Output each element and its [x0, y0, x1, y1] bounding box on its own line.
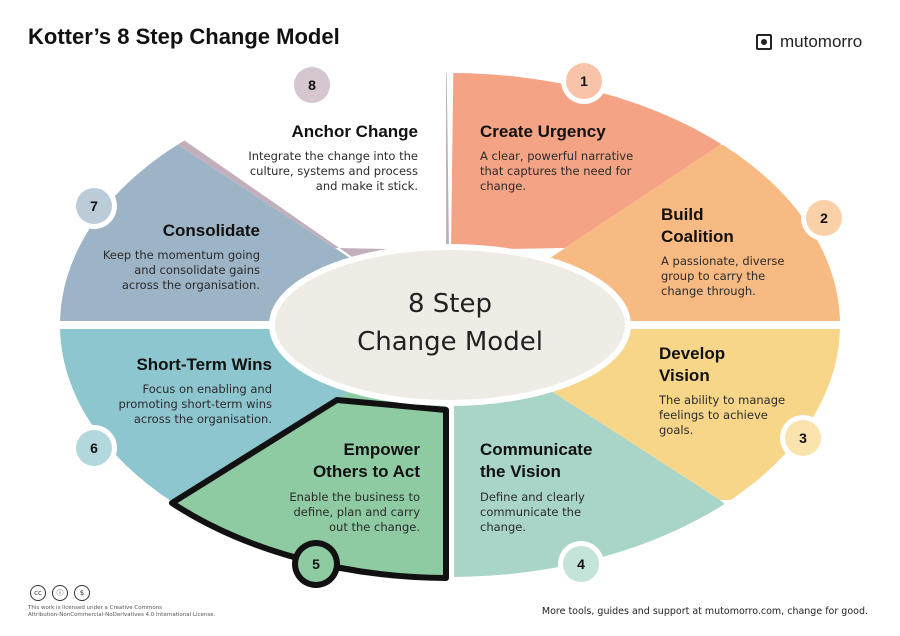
license-line: This work is licensed under a Creative C… [28, 605, 163, 611]
step-2-desc-line: change through. [661, 284, 756, 298]
center-line-2: Change Model [357, 327, 543, 357]
step-7-number-badge: 7 [76, 188, 112, 224]
step-8-desc-line: culture, systems and process [249, 164, 418, 178]
license-icons: cc ⓘ $ [30, 585, 90, 601]
step-6-desc-line: Focus on enabling and [142, 382, 272, 396]
step-2-description: A passionate, diverse group to carry the… [661, 254, 785, 299]
step-8-desc-line: Integrate the change into the [248, 149, 418, 163]
creative-commons-icon: cc [30, 585, 46, 601]
attribution-icon: ⓘ [52, 585, 68, 601]
center-label: 8 Step Change Model [300, 285, 600, 361]
step-5-desc-line: out the change. [329, 520, 420, 534]
step-1-desc-line: that captures the need for [480, 164, 632, 178]
step-7-description: Keep the momentum going and consolidate … [90, 248, 260, 293]
step-3-desc-line: The ability to manage [659, 393, 786, 407]
non-commercial-icon: $ [74, 585, 90, 601]
step-5-title-line: Others to Act [312, 462, 420, 481]
license-line: Attribution-NonCommercial-NoDerivatives … [28, 612, 216, 618]
step-3-title: Develop Vision [659, 343, 725, 387]
center-hub [269, 244, 631, 406]
step-6-title: Short-Term Wins [90, 354, 272, 376]
step-6-desc-line: promoting short-term wins [118, 397, 272, 411]
step-6-desc-line: across the organisation. [133, 412, 272, 426]
brand-name: mutomorro [780, 32, 863, 51]
step-3-title-line: Vision [659, 366, 710, 385]
footer-tagline: More tools, guides and support at mutomo… [541, 606, 868, 617]
step-8-number-badge: 8 [294, 67, 330, 103]
step-4-desc-line: Define and clearly [480, 490, 585, 504]
step-6-number-badge: 6 [76, 430, 112, 466]
step-8-desc-line: and make it stick. [315, 179, 418, 193]
step-1-number-badge: 1 [566, 63, 602, 99]
step-3-description: The ability to manage feelings to achiev… [659, 393, 785, 438]
step-2-title: Build Coalition [661, 204, 734, 248]
step-2-desc-line: group to carry the [661, 269, 766, 283]
brand-logo: mutomorro [756, 32, 862, 52]
step-4-title: Communicate the Vision [480, 439, 592, 483]
step-4-title-line: the Vision [480, 462, 561, 481]
step-5-number-badge: 5 [298, 546, 334, 582]
step-5-desc-line: Enable the business to [289, 490, 420, 504]
step-4-title-line: Communicate [480, 440, 593, 459]
step-2-title-line: Coalition [661, 227, 734, 246]
step-8-title: Anchor Change [230, 121, 418, 143]
step-7-title: Consolidate [90, 220, 260, 242]
step-1-title-line: Create Urgency [480, 122, 606, 141]
step-5-title: Empower Others to Act [250, 439, 420, 483]
step-4-number-badge: 4 [563, 546, 599, 582]
step-4-description: Define and clearly communicate the chang… [480, 490, 585, 535]
step-2-number-badge: 2 [806, 200, 842, 236]
step-5-desc-line: define, plan and carry [293, 505, 421, 519]
step-3-desc-line: goals. [659, 423, 694, 437]
segment-8-anchor-change [60, 73, 450, 325]
step-2-title-line: Build [661, 205, 704, 224]
page-title: Kotter’s 8 Step Change Model [28, 24, 340, 49]
segment-5-highlight-outline [169, 397, 449, 581]
mutomorro-logo-icon [756, 34, 772, 50]
step-1-desc-line: change. [480, 179, 526, 193]
step-8-title-line: Anchor Change [291, 122, 418, 141]
step-4-desc-line: communicate the [480, 505, 582, 519]
step-1-title: Create Urgency [480, 121, 606, 143]
step-7-desc-line: across the organisation. [121, 278, 260, 292]
step-7-desc-line: and consolidate gains [134, 263, 260, 277]
step-6-description: Focus on enabling and promoting short-te… [90, 382, 272, 427]
step-3-title-line: Develop [659, 344, 726, 363]
license-text: This work is licensed under a Creative C… [28, 605, 258, 619]
step-1-desc-line: A clear, powerful narrative [480, 149, 634, 163]
step-6-title-line: Short-Term Wins [136, 355, 272, 374]
step-5-description: Enable the business to define, plan and … [250, 490, 420, 535]
center-line-1: 8 Step [407, 289, 492, 319]
step-3-desc-line: feelings to achieve [659, 408, 768, 422]
step-1-description: A clear, powerful narrative that capture… [480, 149, 633, 194]
step-7-title-line: Consolidate [162, 221, 260, 240]
step-2-desc-line: A passionate, diverse [661, 254, 785, 268]
step-3-number-badge: 3 [785, 420, 821, 456]
step-8-description: Integrate the change into the culture, s… [230, 149, 418, 194]
step-4-desc-line: change. [480, 520, 526, 534]
step-7-desc-line: Keep the momentum going [102, 248, 260, 262]
step-5-title-line: Empower [343, 440, 420, 459]
